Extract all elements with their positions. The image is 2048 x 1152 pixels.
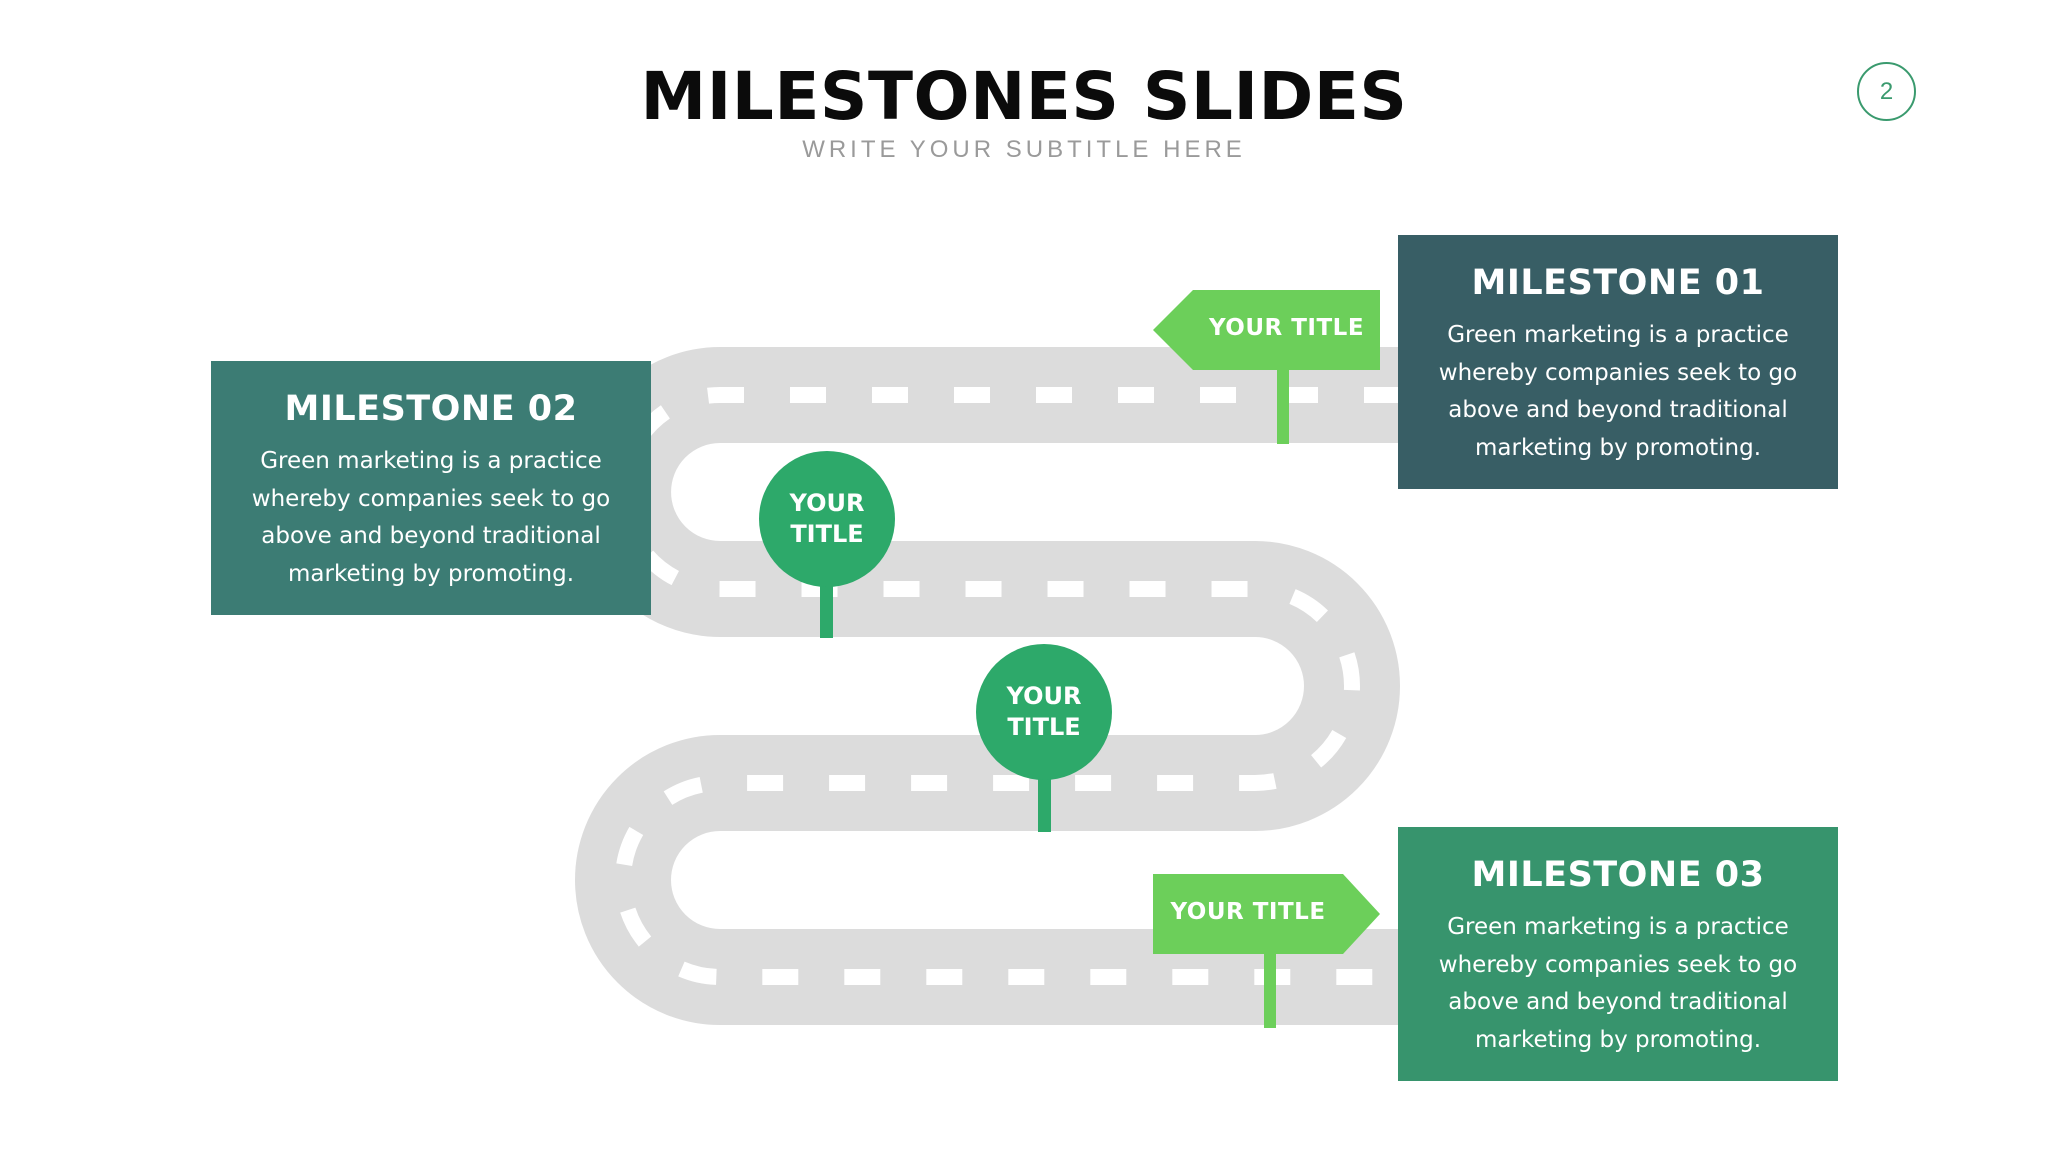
pin-2-label-line2: TITLE xyxy=(1007,713,1081,741)
milestone-01-title: MILESTONE 01 xyxy=(1471,263,1765,303)
pin-1-label-line2: TITLE xyxy=(790,520,864,548)
pin-1-head xyxy=(759,451,895,587)
page-subtitle: WRITE YOUR SUBTITLE HERE xyxy=(802,136,1246,163)
signpost-2 xyxy=(1153,874,1380,1028)
signpost-2-label: YOUR TITLE xyxy=(1170,899,1326,925)
pin-1-label-line1: YOUR xyxy=(789,489,865,517)
page-number-badge: 2 xyxy=(1857,62,1916,121)
milestone-01-text: Green marketing is a practice whereby co… xyxy=(1438,322,1798,461)
signpost-1 xyxy=(1153,290,1380,444)
signpost-2-pole xyxy=(1264,950,1276,1028)
milestone-03-title: MILESTONE 03 xyxy=(1471,855,1765,895)
milestone-02-title: MILESTONE 02 xyxy=(284,389,578,429)
signpost-2-board xyxy=(1153,874,1380,954)
page-title: MILESTONES SLIDES xyxy=(640,58,1408,135)
milestone-02-card: MILESTONE 02 Green marketing is a practi… xyxy=(211,361,651,615)
milestone-02-text: Green marketing is a practice whereby co… xyxy=(251,448,611,587)
milestone-03-text: Green marketing is a practice whereby co… xyxy=(1438,914,1798,1053)
pin-2-label: YOUR TITLE xyxy=(979,681,1109,743)
pin-2-label-line1: YOUR xyxy=(1006,682,1082,710)
milestone-01-card: MILESTONE 01 Green marketing is a practi… xyxy=(1398,235,1838,489)
signpost-1-board xyxy=(1153,290,1380,370)
pin-2-head xyxy=(976,644,1112,780)
pin-marker-1 xyxy=(759,451,895,638)
milestone-03-card: MILESTONE 03 Green marketing is a practi… xyxy=(1398,827,1838,1081)
pin-marker-2 xyxy=(976,644,1112,832)
signpost-1-label: YOUR TITLE xyxy=(1208,315,1365,341)
signpost-1-pole xyxy=(1277,368,1289,444)
page-number: 2 xyxy=(1879,77,1894,105)
pin-1-label: YOUR TITLE xyxy=(762,488,892,550)
